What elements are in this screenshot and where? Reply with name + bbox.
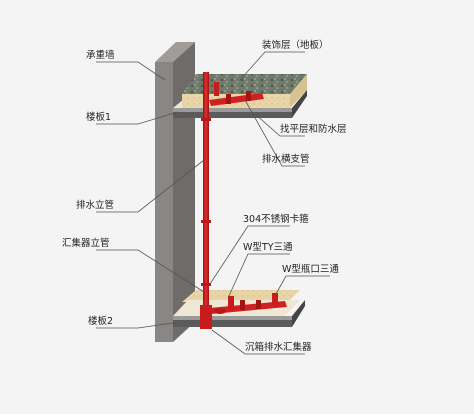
label-drain-branch: 排水横支管: [262, 154, 310, 165]
label-w-ty-tee: W型TY三通: [243, 242, 293, 253]
lower-branch-pipes: [200, 293, 287, 329]
leader-leveling: [254, 113, 305, 137]
leader-lines: [96, 51, 330, 355]
leader-clamp: [209, 225, 290, 285]
leader-decor: [239, 51, 305, 81]
label-drain-riser: 排水立管: [76, 200, 115, 211]
label-leveling-waterproof: 找平层和防水层: [280, 124, 347, 135]
label-sunken-collector: 沉箱排水汇集器: [245, 342, 312, 353]
label-floor-slab-2: 楼板2: [88, 316, 114, 327]
leader-branch: [244, 99, 305, 167]
label-decor-layer: 装饰层（地板）: [262, 40, 329, 51]
leader-riser: [96, 159, 205, 213]
label-floor-slab-1: 楼板1: [86, 112, 112, 123]
label-w-bottle-tee: W型瓶口三通: [282, 264, 339, 275]
upper-branch-pipe: [209, 82, 264, 106]
label-collector-riser: 汇集器立管: [62, 238, 110, 249]
leader-bottle-tee: [275, 275, 330, 295]
label-ss-clamp: 304不锈钢卡箍: [243, 214, 309, 225]
leader-slab2: [96, 321, 181, 329]
label-load-bearing-wall: 承重墙: [86, 50, 115, 61]
leader-collector-riser: [96, 249, 205, 293]
drain-riser-pipe: [201, 72, 211, 328]
leader-ty-tee: [227, 253, 290, 299]
leader-slab1: [96, 111, 179, 125]
leader-collector: [211, 329, 305, 355]
leader-wall: [96, 61, 166, 81]
